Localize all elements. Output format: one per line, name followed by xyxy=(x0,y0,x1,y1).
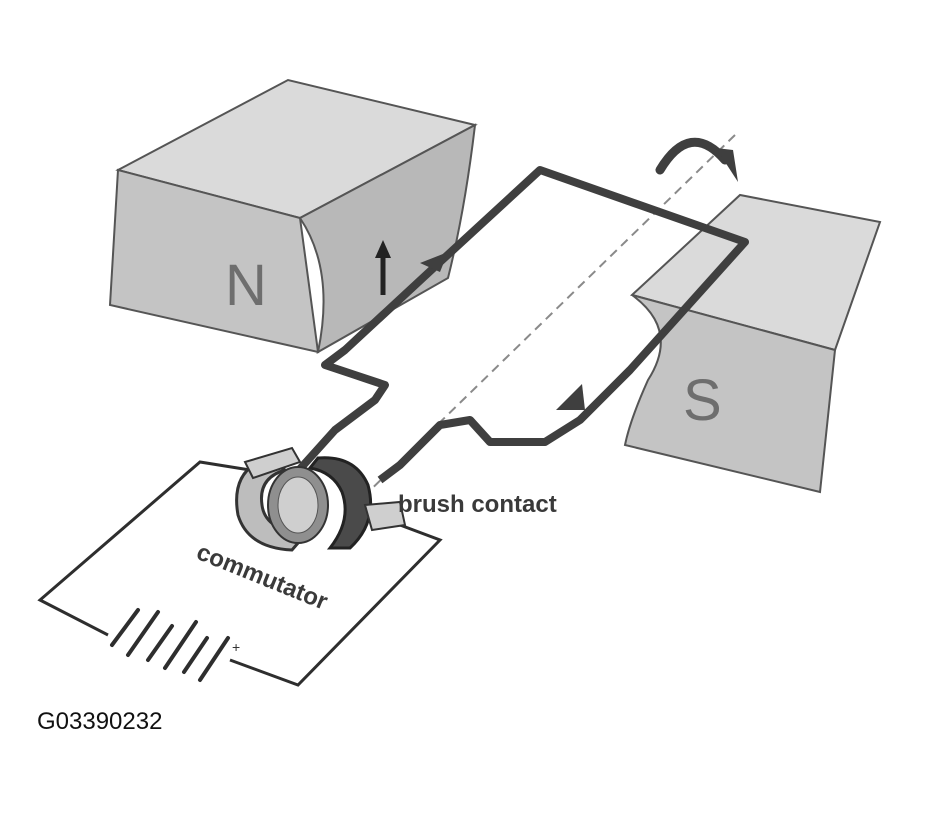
battery-plus-sign: + xyxy=(232,639,240,655)
south-pole-label: S xyxy=(683,368,722,433)
north-pole-label: N xyxy=(225,253,267,318)
brush-contact-label: brush contact xyxy=(398,491,557,518)
figure-id: G03390232 xyxy=(37,708,163,735)
right-brush xyxy=(363,500,407,532)
left-brush xyxy=(243,446,302,480)
north-magnet-pole-face xyxy=(298,123,477,354)
armature-loop xyxy=(287,166,749,484)
commutator xyxy=(235,456,373,552)
external-circuit xyxy=(37,460,443,687)
rotation-arrow-icon xyxy=(655,137,738,182)
battery-icon xyxy=(110,608,230,682)
current-arrow-left-icon xyxy=(420,252,448,272)
commutator-label: commutator xyxy=(193,539,332,616)
force-arrow-icon xyxy=(375,240,391,295)
north-magnet: N xyxy=(108,78,478,354)
south-magnet-pole-face xyxy=(623,294,837,494)
current-arrow-right-icon xyxy=(556,384,585,410)
south-magnet: S xyxy=(623,193,882,494)
